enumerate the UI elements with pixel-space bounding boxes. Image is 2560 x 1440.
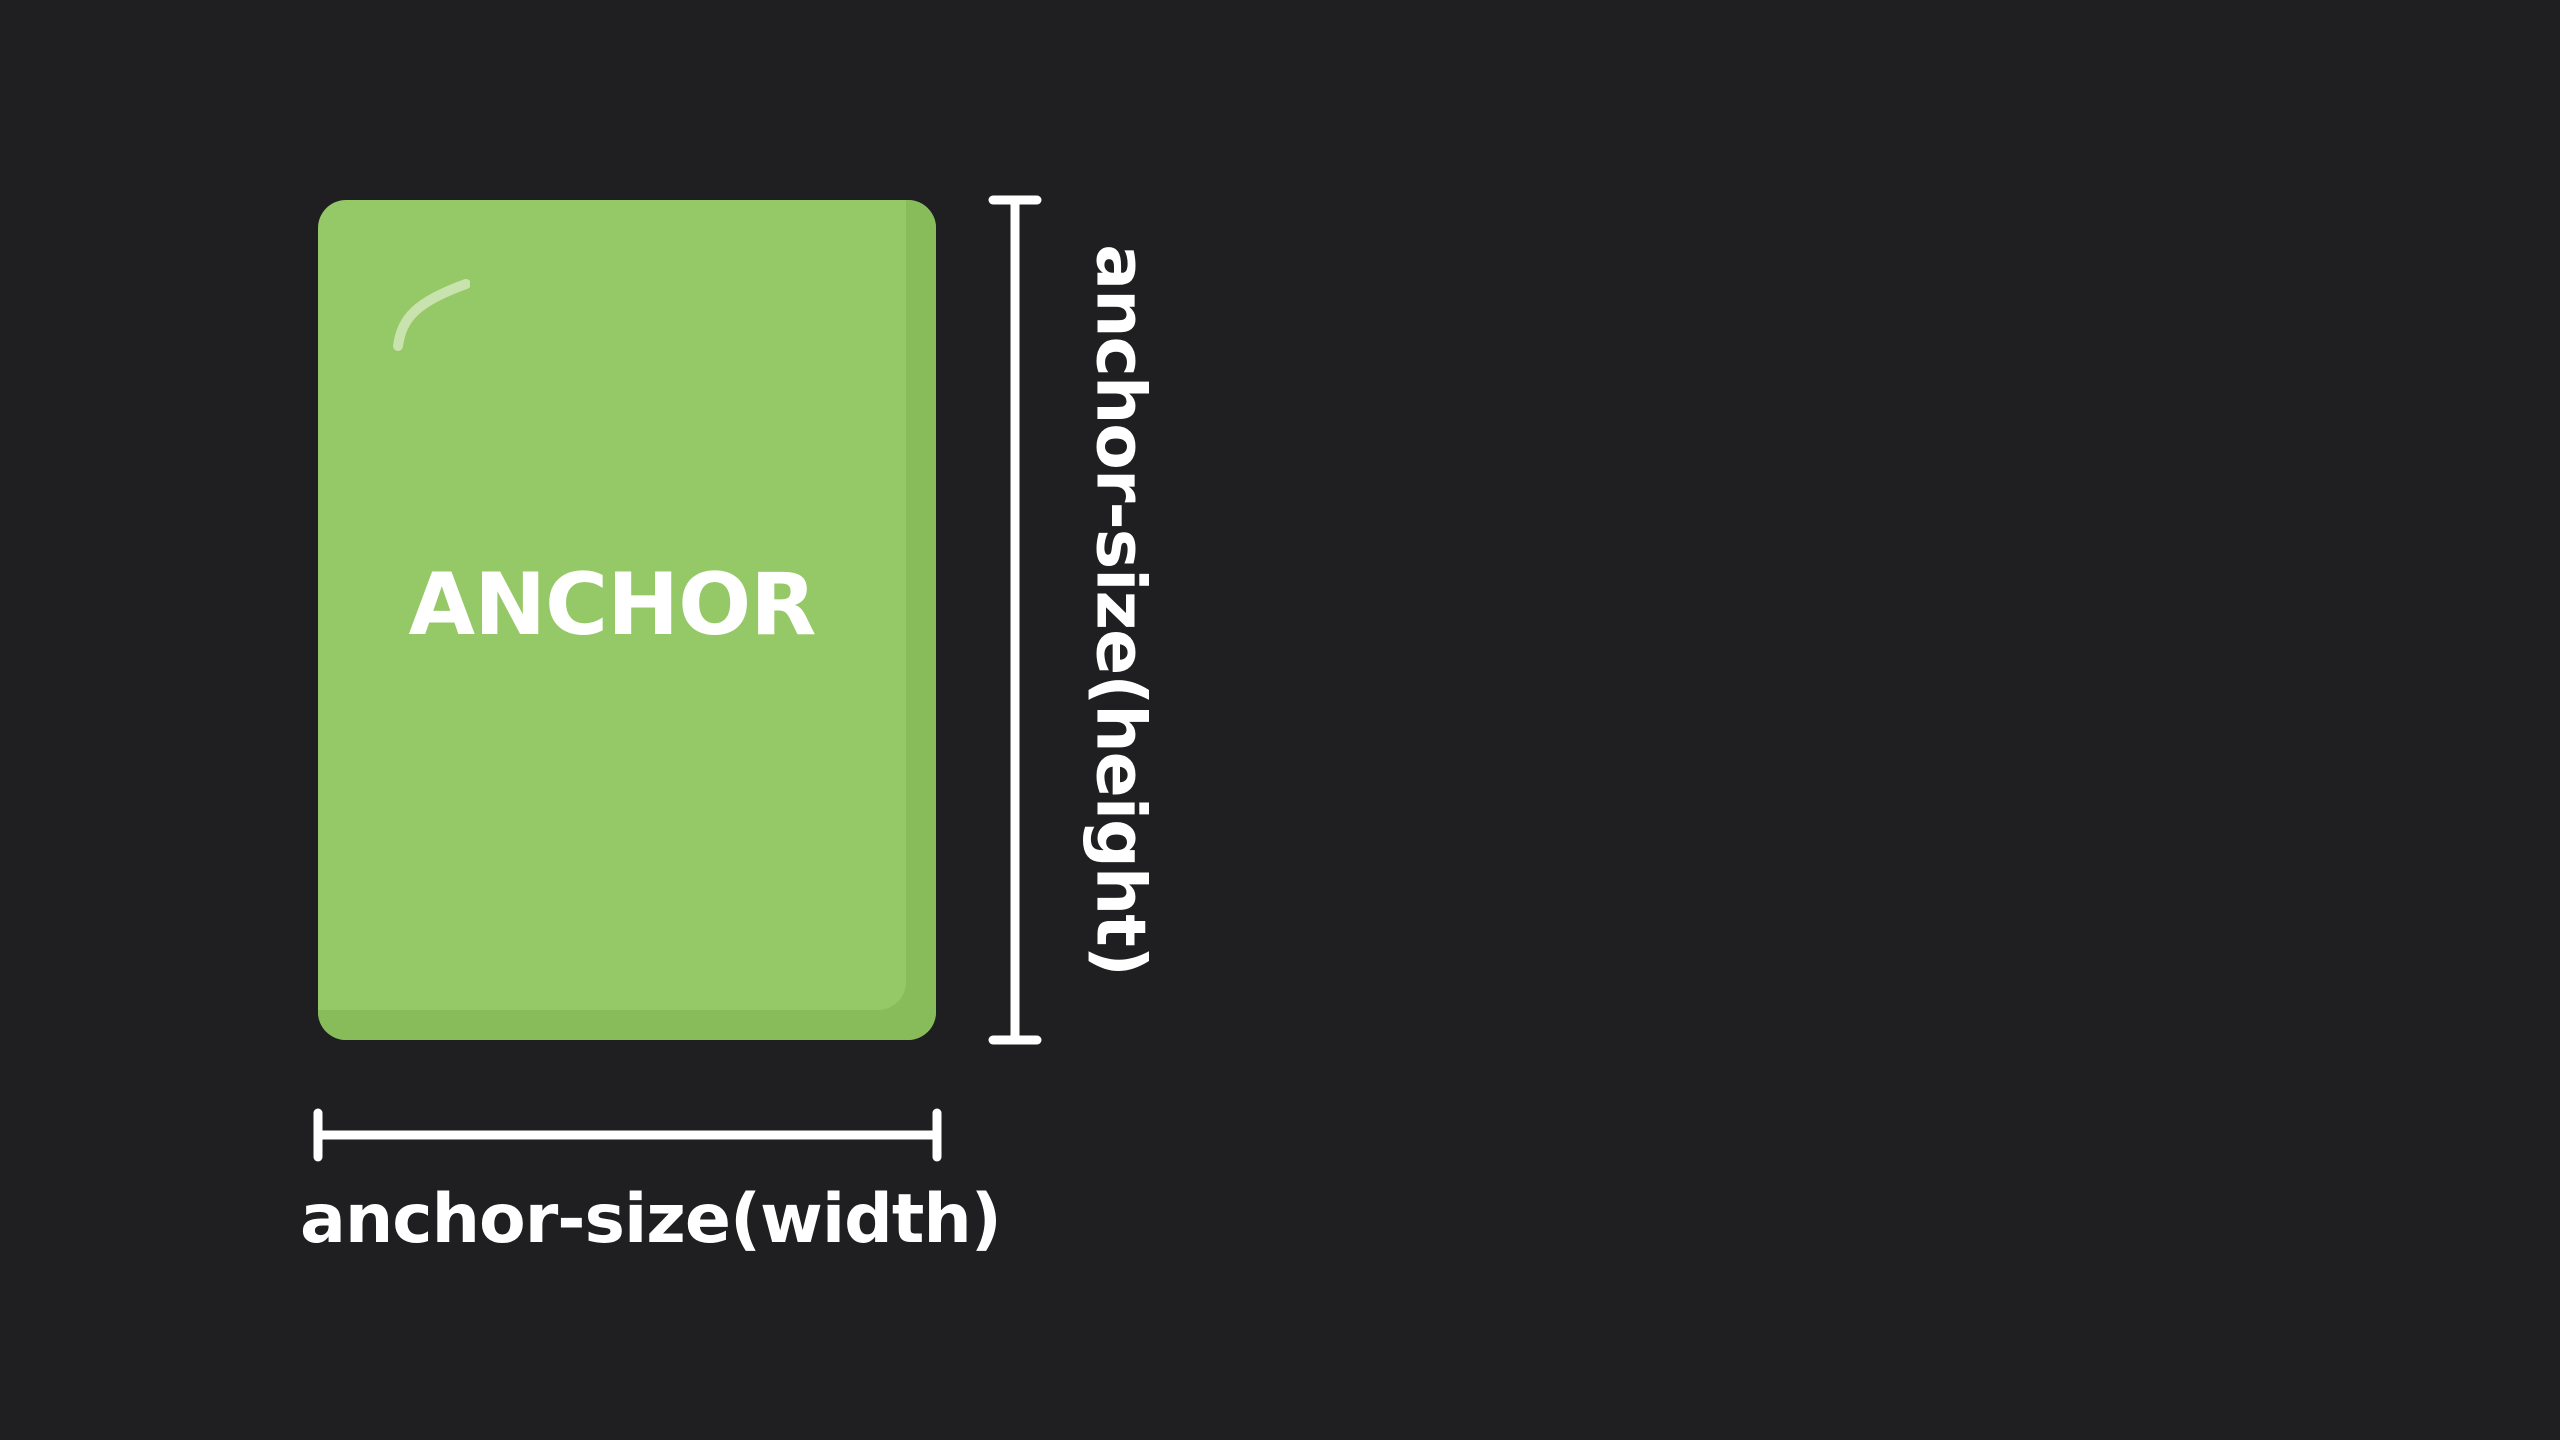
height-bracket <box>988 195 1042 1045</box>
anchor-element: ANCHOR <box>318 200 936 1040</box>
width-measurement-label: anchor-size(width) <box>300 1180 1002 1259</box>
anchor-label: ANCHOR <box>408 555 817 655</box>
gloss-highlight-icon <box>393 279 470 351</box>
height-label-text: anchor-size(height) <box>1080 244 1160 976</box>
width-bracket <box>313 1108 942 1162</box>
